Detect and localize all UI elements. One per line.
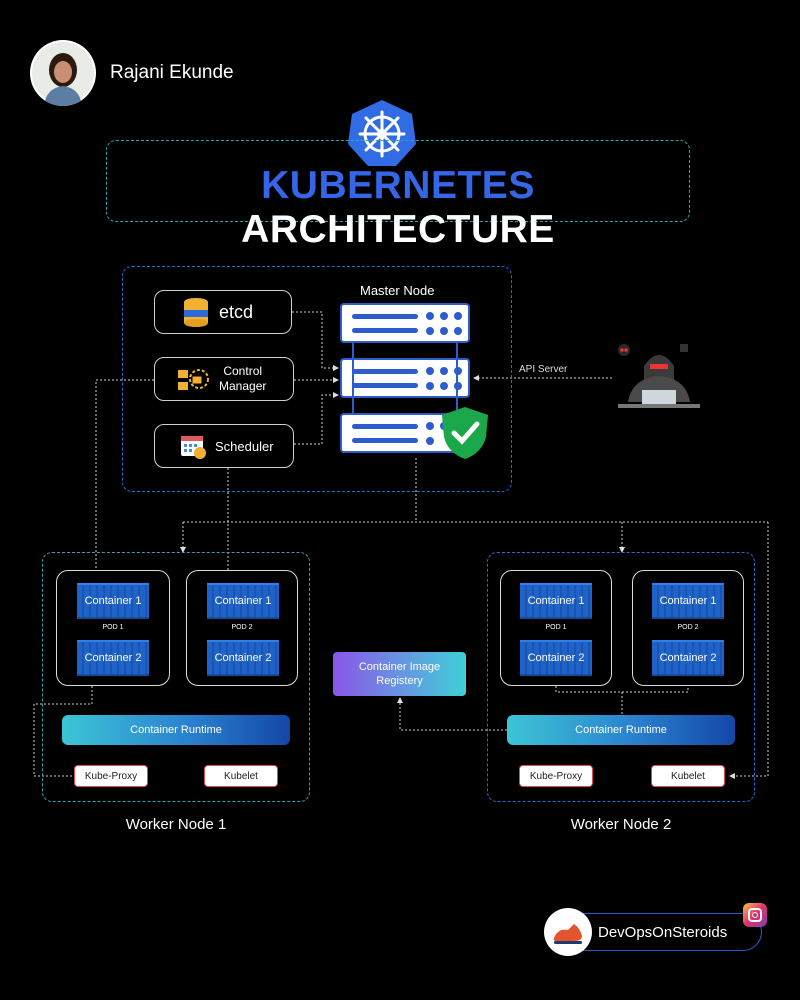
worker2-pod2-label: POD 2 <box>677 624 699 631</box>
worker1-kubelet: Kubelet <box>204 765 278 787</box>
database-icon <box>184 298 208 327</box>
worker2-pod2-container1: Container 1 <box>652 583 724 619</box>
worker1-pod1-container2: Container 2 <box>77 640 149 676</box>
gear-flow-icon <box>178 369 209 390</box>
control-manager-box: Control Manager <box>154 357 294 401</box>
registry-label-line1: Container Image <box>358 661 441 673</box>
worker1-container-runtime: Container Runtime <box>62 715 290 745</box>
worker1-pod1: Container 1 POD 1 Container 2 <box>56 570 170 686</box>
title-frame <box>106 140 690 222</box>
worker1-pod2: Container 1 POD 2 Container 2 <box>186 570 298 686</box>
worker2-pod2: Container 1 POD 2 Container 2 <box>632 570 744 686</box>
calendar-clock-icon <box>181 436 206 459</box>
api-server-label: API Server <box>519 364 568 375</box>
control-manager-label-line1: Control <box>223 364 263 378</box>
scheduler-label: Scheduler <box>215 438 274 454</box>
brand-logo <box>544 908 592 956</box>
worker-node-1-label: Worker Node 1 <box>125 816 227 833</box>
control-manager-label-line2: Manager <box>219 379 267 393</box>
worker1-pod1-label: POD 1 <box>102 624 124 631</box>
checkmark-shield-icon <box>440 405 490 466</box>
container-image-registry: Container Image Registery <box>333 652 466 696</box>
worker2-pod1-container1: Container 1 <box>520 583 592 619</box>
worker2-kubelet: Kubelet <box>651 765 725 787</box>
worker1-pod2-container2: Container 2 <box>207 640 279 676</box>
worker-node-1-frame <box>42 552 310 802</box>
worker-node-2-label: Worker Node 2 <box>570 816 672 833</box>
worker-node-2-frame <box>487 552 755 802</box>
worker2-pod1-label: POD 1 <box>545 624 567 631</box>
worker2-pod1: Container 1 POD 1 Container 2 <box>500 570 612 686</box>
shoe-logo-icon <box>553 924 582 944</box>
instagram-icon[interactable] <box>743 903 767 927</box>
registry-label-line2: Registery <box>376 675 423 687</box>
brand-name[interactable]: DevOpsOnSteroids <box>598 924 728 941</box>
worker1-pod1-container1: Container 1 <box>77 583 149 619</box>
title-part2: ARCHITECTURE <box>241 208 555 251</box>
worker2-kube-proxy: Kube-Proxy <box>519 765 593 787</box>
master-node-label: Master Node <box>360 283 435 298</box>
hacker-icon <box>614 338 704 417</box>
scheduler-box: Scheduler <box>154 424 294 468</box>
worker2-pod2-container2: Container 2 <box>652 640 724 676</box>
worker1-pod2-container1: Container 1 <box>207 583 279 619</box>
worker1-kube-proxy: Kube-Proxy <box>74 765 148 787</box>
worker2-pod1-container2: Container 2 <box>520 640 592 676</box>
etcd-box: etcd <box>154 290 292 334</box>
worker1-pod2-label: POD 2 <box>231 624 253 631</box>
author-name: Rajani Ekunde <box>110 62 234 83</box>
master-node-frame <box>122 266 512 492</box>
author-avatar <box>30 40 96 106</box>
kubernetes-logo-icon <box>346 98 418 173</box>
woman-portrait-avatar-icon <box>32 42 94 106</box>
etcd-label: etcd <box>219 301 254 322</box>
page-title: KUBERNETES ARCHITECTURE <box>106 164 690 252</box>
title-part1: KUBERNETES <box>261 164 535 207</box>
server-unit-2 <box>340 358 470 398</box>
server-rails <box>352 343 458 413</box>
server-unit-1 <box>340 303 470 343</box>
worker2-container-runtime: Container Runtime <box>507 715 735 745</box>
